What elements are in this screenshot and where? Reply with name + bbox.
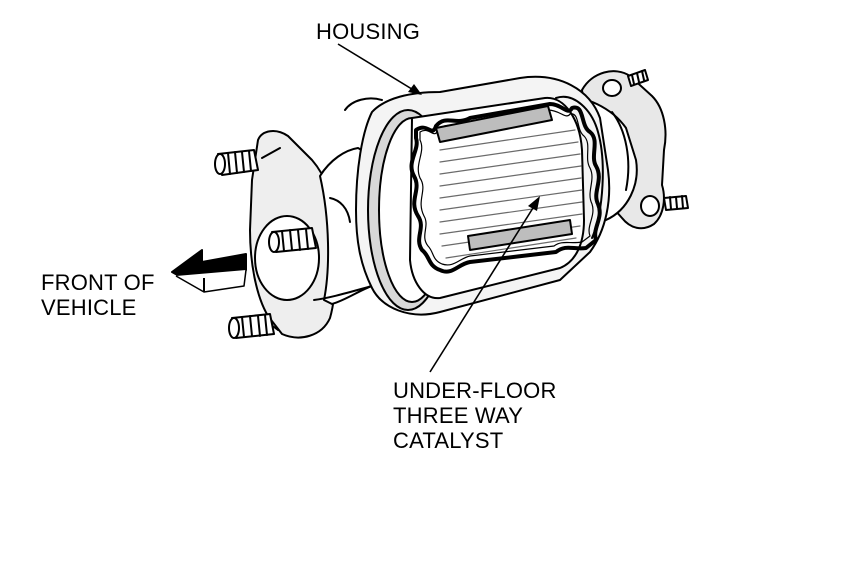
catalyst-label-line-1: UNDER-FLOOR <box>393 378 557 403</box>
rear-stud-bottom <box>663 195 689 211</box>
bottom-strap <box>467 219 573 251</box>
front-of-vehicle-line-1: FRONT OF <box>41 270 155 295</box>
catalyst-label: UNDER-FLOOR THREE WAY CATALYST <box>393 378 557 453</box>
front-stud-top <box>214 149 259 176</box>
substrate-cell-lines <box>439 129 583 259</box>
catalyst-arrowhead <box>528 196 540 211</box>
housing-label-text: HOUSING <box>316 19 421 44</box>
housing-arrowhead <box>408 84 422 95</box>
leader-lines <box>337 43 539 373</box>
catalyst-leader-line <box>429 199 539 373</box>
housing-label: HOUSING <box>316 19 420 44</box>
front-of-vehicle-label: FRONT OF VEHICLE <box>41 270 155 320</box>
catalyst-label-line-2: THREE WAY <box>393 403 524 428</box>
rear-stud-top <box>627 69 649 87</box>
front-stud-middle <box>268 227 317 253</box>
top-strap <box>435 105 553 143</box>
front-of-vehicle-line-2: VEHICLE <box>41 295 137 320</box>
front-stud-bottom <box>228 313 275 339</box>
front-direction-arrow <box>171 249 247 293</box>
housing-leader-line <box>337 43 421 95</box>
leader-arrowheads <box>408 84 540 211</box>
catalyst-label-line-3: CATALYST <box>393 428 504 453</box>
